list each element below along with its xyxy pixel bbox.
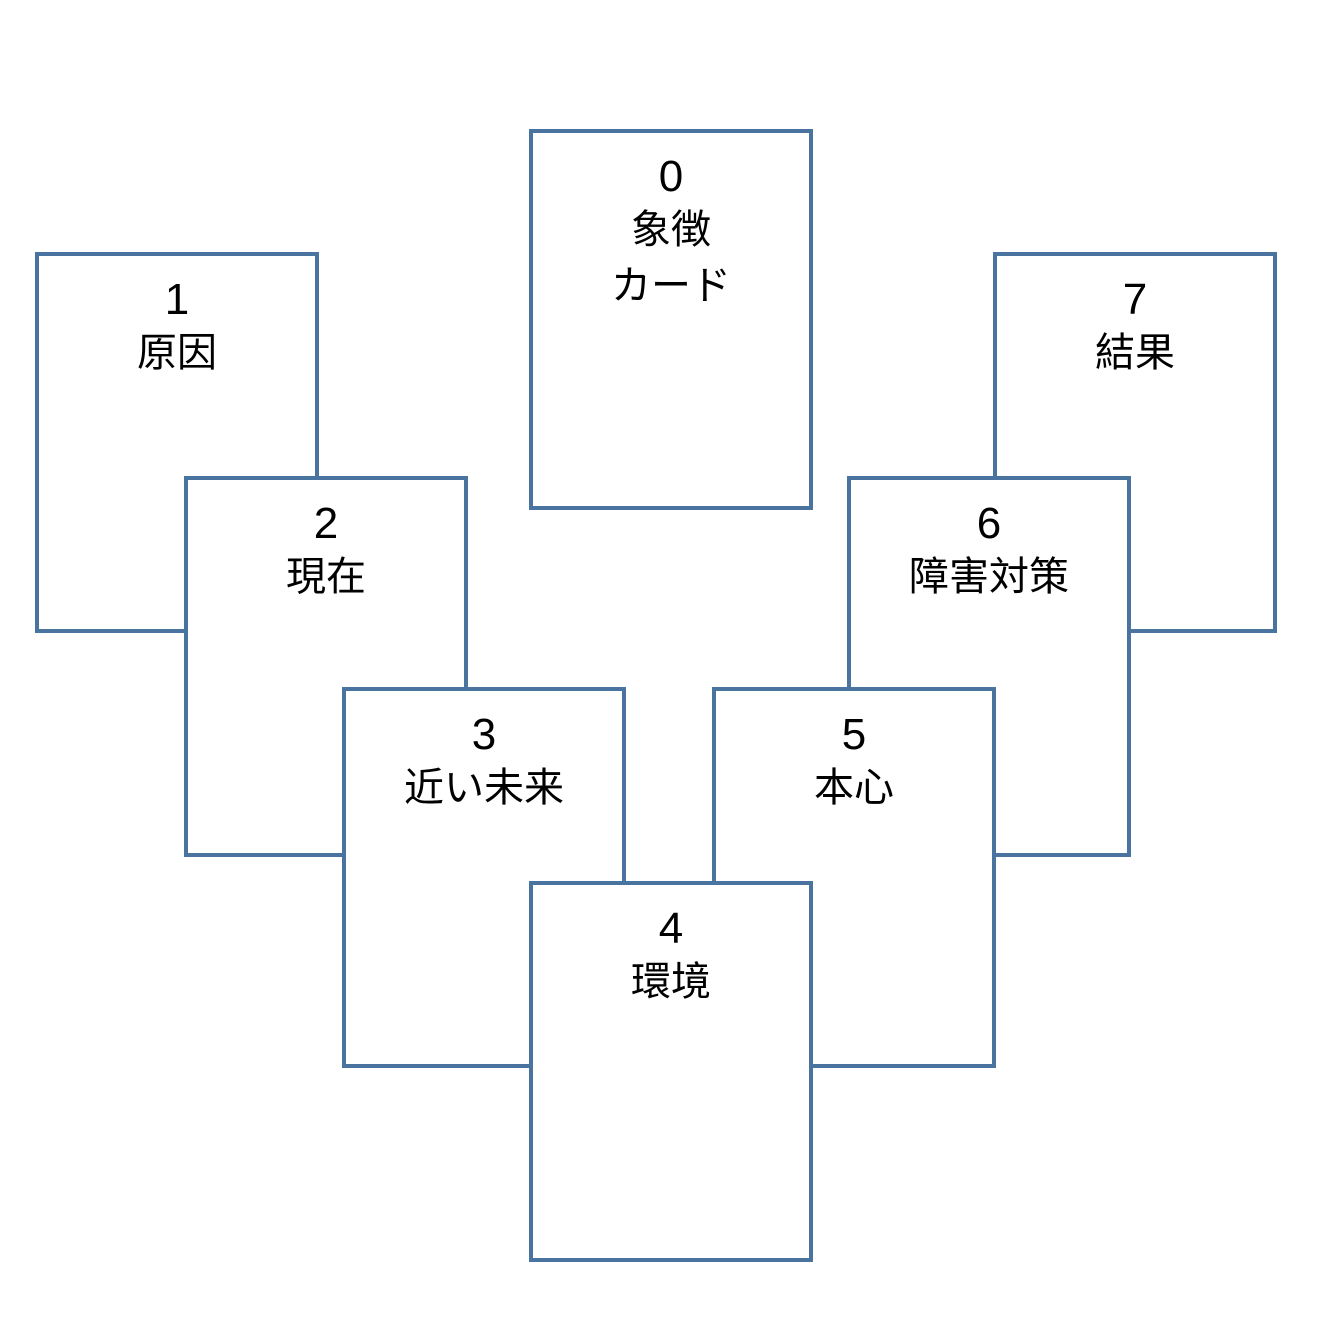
card-number: 4 <box>658 904 684 953</box>
card-label: 原因 <box>137 330 217 376</box>
card-number: 7 <box>1122 275 1148 324</box>
card-position-0: 0 象徴 カード <box>529 129 813 510</box>
card-label: 結果 <box>1095 330 1175 376</box>
card-number: 5 <box>841 710 867 759</box>
card-number: 6 <box>976 499 1002 548</box>
card-label: 近い未来 <box>404 765 564 811</box>
card-position-4: 4 環境 <box>529 881 813 1262</box>
card-number: 3 <box>471 710 497 759</box>
card-label: 象徴 カード <box>611 207 731 309</box>
card-label: 現在 <box>286 554 366 600</box>
card-number: 2 <box>313 499 339 548</box>
card-position-3: 3 近い未来 <box>342 687 626 1068</box>
card-label: 本心 <box>814 765 894 811</box>
card-number: 0 <box>658 152 684 201</box>
card-label: 環境 <box>631 959 711 1005</box>
card-position-1: 1 原因 <box>35 252 319 633</box>
card-label: 障害対策 <box>909 554 1069 600</box>
card-number: 1 <box>164 275 190 324</box>
